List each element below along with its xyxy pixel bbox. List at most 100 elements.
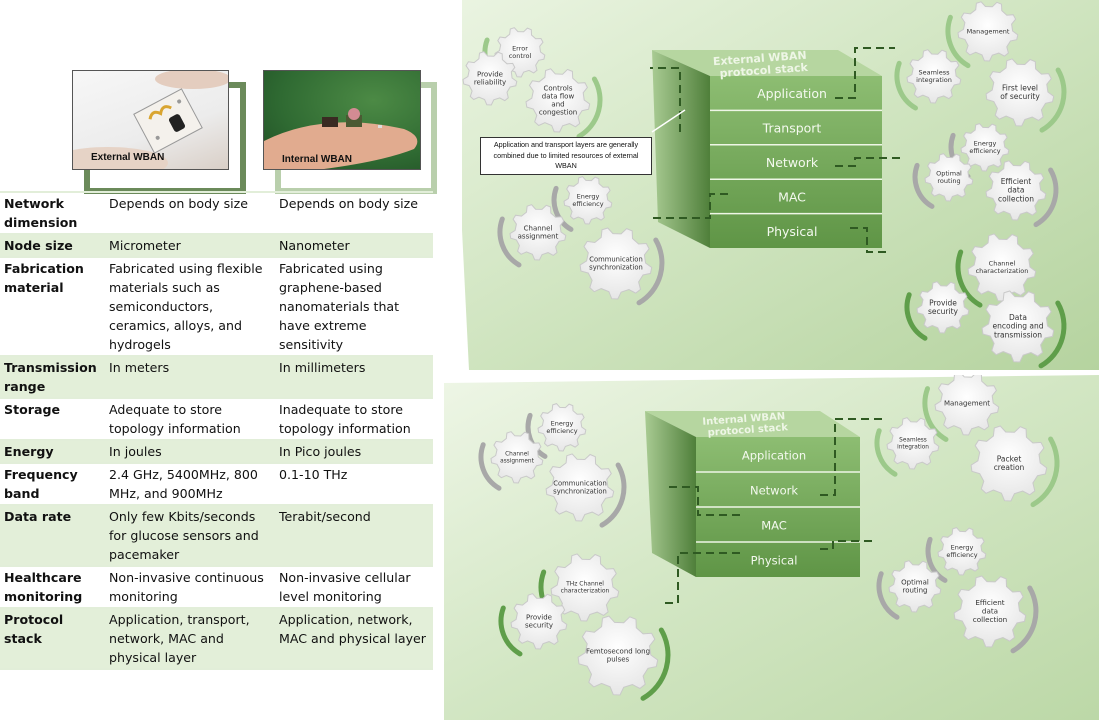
external-cell: Application, transport, network, MAC and… — [105, 607, 275, 670]
attribute-cell: Network dimension — [0, 191, 105, 234]
cycle-arrow-icon — [478, 442, 502, 491]
gear-icon — [985, 58, 1055, 127]
attribute-cell: Frequency band — [0, 462, 105, 505]
internal-cell: Non-invasive cellular level monitoring — [275, 565, 433, 608]
external-cell: In meters — [105, 355, 275, 398]
external-cell: 2.4 GHz, 5400MHz, 800 MHz, and 900MHz — [105, 462, 275, 505]
nano-device-photo-icon — [264, 108, 418, 169]
gear-icon — [888, 560, 942, 613]
gear-icon — [550, 553, 620, 622]
gear-icon — [906, 49, 962, 104]
external-wban-photo-frame: External WBAN — [72, 70, 246, 194]
cycle-arrow-icon — [498, 605, 523, 657]
internal-cell: Nanometer — [275, 233, 433, 257]
gear-icon — [490, 431, 544, 484]
gear-icon — [916, 281, 970, 334]
gear-icon — [462, 51, 518, 106]
gear-icon — [981, 290, 1055, 363]
attribute-cell: Energy — [0, 439, 105, 463]
external-wban-caption: External WBAN — [91, 152, 165, 163]
gear-icon — [510, 593, 568, 650]
external-cell: Depends on body size — [105, 191, 275, 234]
attribute-cell: Data rate — [0, 504, 105, 566]
internal-wban-caption: Internal WBAN — [282, 154, 352, 165]
cycle-arrow-icon — [1033, 167, 1059, 228]
external-wban-photo: External WBAN — [72, 70, 229, 170]
internal-wban-photo: Internal WBAN — [263, 70, 421, 170]
gear-icon — [937, 527, 987, 576]
cycle-arrow-icon — [1039, 67, 1067, 133]
gear-icon — [967, 233, 1037, 302]
internal-cell: In millimeters — [275, 355, 433, 398]
cycle-arrow-icon — [636, 237, 665, 306]
gear-icon — [537, 403, 587, 452]
cycle-arrow-icon — [874, 428, 898, 477]
external-stack-side — [652, 50, 710, 248]
gear-icon — [579, 227, 653, 300]
internal-cell: 0.1-10 THz — [275, 462, 433, 505]
gear-icon — [545, 453, 615, 522]
layer-transport: Transport — [762, 121, 822, 136]
cycle-arrow-icon — [922, 386, 949, 442]
gear-icon — [934, 375, 1000, 436]
cycle-arrow-icon — [945, 14, 971, 69]
gear-icon — [577, 615, 659, 696]
external-cell: Non-invasive continuous monitoring — [105, 565, 275, 608]
attribute-cell: Fabrication material — [0, 256, 105, 356]
sensor-chip-photo-icon — [73, 71, 228, 169]
layer-network: Network — [766, 155, 819, 170]
external-cell: Fabricated using flexible materials such… — [105, 256, 275, 356]
external-stack-top — [652, 50, 882, 76]
internal-wban-photo-frame: Internal WBAN — [263, 70, 437, 194]
layer-mac: MAC — [761, 519, 787, 533]
note-pointer — [651, 109, 686, 133]
layer-application: Application — [742, 449, 806, 463]
cycle-arrow-icon — [894, 60, 918, 111]
cycle-arrow-icon — [1030, 436, 1060, 508]
gear-icon — [957, 1, 1019, 62]
layer-network: Network — [750, 484, 798, 498]
gear-label: Management — [967, 27, 1010, 35]
cycle-arrow-icon — [955, 249, 983, 308]
external-stack-note: Application and transport layers are gen… — [480, 137, 652, 175]
internal-cell: In Pico joules — [275, 439, 433, 463]
internal-cell: Terabit/second — [275, 504, 433, 566]
external-cell: Adequate to store topology information — [105, 397, 275, 440]
cycle-arrow-icon — [525, 412, 548, 459]
cycle-arrow-icon — [904, 292, 928, 341]
